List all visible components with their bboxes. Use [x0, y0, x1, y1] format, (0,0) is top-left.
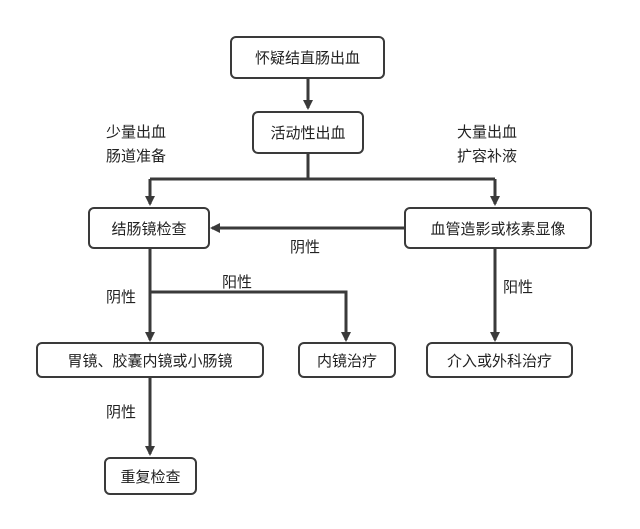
label-fluid-resuscitation: 扩容补液	[457, 147, 518, 165]
edge-colonoscopy-endotx	[150, 290, 351, 342]
label-small-bleeding: 少量出血	[106, 123, 167, 141]
label-negative-angio: 阴性	[290, 238, 321, 256]
label-large-bleeding: 大量出血	[457, 123, 518, 141]
node-active-bleeding: 活动性出血	[252, 111, 364, 154]
label-bowel-prep: 肠道准备	[106, 147, 167, 165]
label-positive-angio: 阳性	[503, 278, 534, 296]
node-endoscopic-treatment: 内镜治疗	[298, 342, 396, 378]
node-capsule-endoscopy: 胃镜、胶囊内镜或小肠镜	[36, 342, 264, 378]
label-positive-colonoscopy: 阳性	[222, 273, 253, 291]
node-intervention: 介入或外科治疗	[426, 342, 573, 378]
node-angiography: 血管造影或核素显像	[404, 207, 592, 249]
node-repeat-exam: 重复检查	[104, 457, 197, 495]
label-negative-colonoscopy: 阴性	[106, 288, 137, 306]
label-negative-capsule: 阴性	[106, 403, 137, 421]
node-colonoscopy: 结肠镜检查	[88, 207, 210, 249]
node-suspect-bleeding: 怀疑结直肠出血	[230, 36, 385, 79]
